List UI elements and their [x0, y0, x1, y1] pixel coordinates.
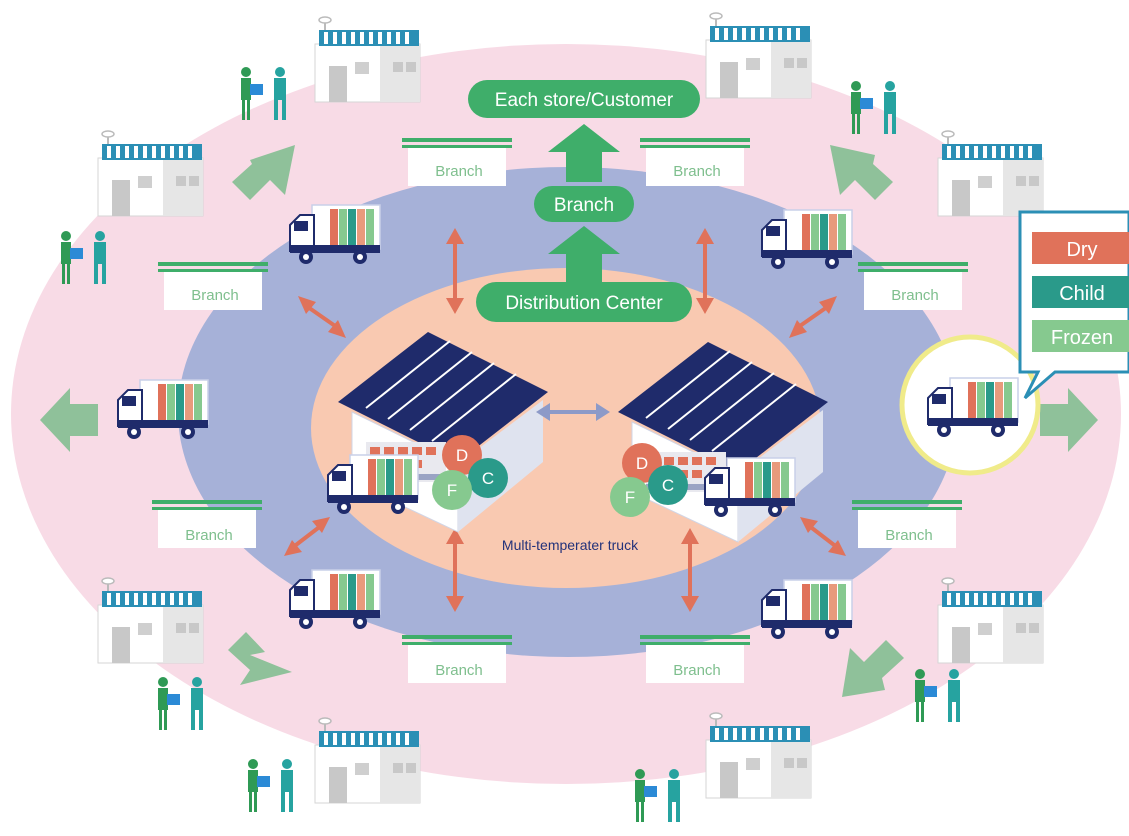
badge-frozen-letter: F [447, 481, 457, 500]
badge-frozen [432, 470, 472, 510]
branch-label: Branch [673, 662, 721, 679]
badge-child-letter: C [482, 469, 494, 488]
branch-top-right: Branch [640, 138, 750, 186]
badge-dry-letter: D [636, 454, 648, 473]
badge-child-letter: C [662, 476, 674, 495]
temperature-badges-left: D C F [432, 435, 508, 510]
badge-dry [442, 435, 482, 475]
store-upper-right [937, 130, 1044, 217]
temperature-badges-right: D C F [610, 443, 688, 517]
legend-frozen [1032, 320, 1129, 352]
store-top-right [705, 12, 812, 99]
branch-label: Branch [885, 527, 933, 544]
temperature-legend: Dry Child Frozen [1018, 210, 1129, 400]
legend-child-label: Child [1059, 283, 1105, 305]
people-bottom-left [248, 759, 293, 812]
store-top-left [314, 16, 421, 103]
center-branch-label: Branch [554, 195, 614, 216]
branch-label: Branch [185, 527, 233, 544]
distribution-center-label: Distribution Center [505, 293, 663, 314]
branch-left: Branch [158, 262, 268, 310]
warehouse-link-arrow [536, 403, 610, 421]
branch-bottom-left: Branch [402, 635, 512, 683]
customer-pill [468, 80, 700, 118]
badge-child [648, 465, 688, 505]
branch-label: Branch [191, 287, 239, 304]
badge-dry-letter: D [456, 446, 468, 465]
customer-pill-label: Each store/Customer [495, 90, 674, 111]
truck-caption: Multi-temperater truck [502, 537, 639, 553]
branch-bottom-right: Branch [640, 635, 750, 683]
up-arrow-bottom [548, 226, 620, 282]
people-lower-left [158, 677, 203, 730]
branch-label: Branch [435, 662, 483, 679]
legend-dry [1032, 232, 1129, 264]
branch-lower-left: Branch [152, 500, 262, 548]
branch-label: Branch [891, 287, 939, 304]
legend-frozen-label: Frozen [1051, 327, 1113, 349]
badge-frozen [610, 477, 650, 517]
branch-lower-right: Branch [852, 500, 962, 548]
outbound-arrows [40, 145, 1098, 697]
branch-label: Branch [673, 163, 721, 180]
badge-child [468, 458, 508, 498]
center-branch-pill [534, 186, 634, 222]
legend-dry-label: Dry [1066, 239, 1097, 261]
branch-right: Branch [858, 262, 968, 310]
badge-frozen-letter: F [625, 488, 635, 507]
branch-top-left: Branch [402, 138, 512, 186]
branch-label: Branch [435, 163, 483, 180]
distribution-center-pill [476, 282, 692, 322]
up-arrow-top [548, 124, 620, 182]
legend-child [1032, 276, 1129, 308]
orange-connectors [284, 228, 846, 612]
central-flow: Each store/Customer Branch Distribution … [468, 80, 700, 322]
